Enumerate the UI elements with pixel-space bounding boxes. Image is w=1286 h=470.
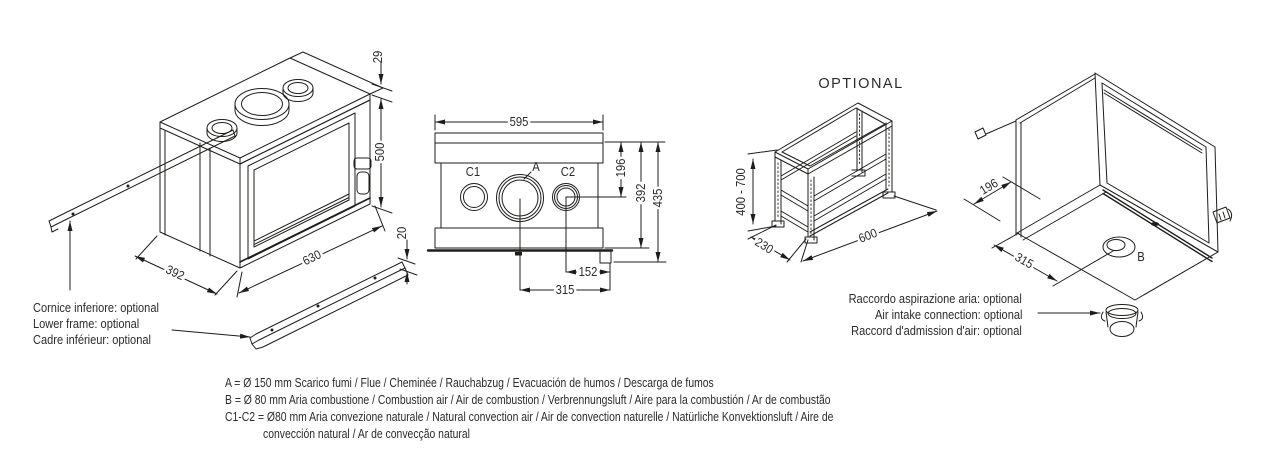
dim-flue-offset-196: 196 [613, 156, 628, 180]
intake-caption-line-it: Raccordo aspirazione aria: optional [848, 291, 1022, 306]
legend-line-c1c2-cont: convección natural / Ar de convecção nat… [263, 426, 470, 441]
dim-c2-offset-152: 152 [576, 264, 600, 279]
bottom-view-drawing [963, 72, 1233, 337]
port-label-c1: C1 [465, 164, 481, 179]
intake-caption-line-fr: Raccord d'admission d'air: optional [851, 323, 1022, 338]
dim-height-500: 500 [372, 140, 387, 164]
dim-stand-height-range: 400 - 700 [733, 168, 748, 216]
rear-view-drawing [426, 114, 667, 293]
legend-line-b: B = Ø 80 mm Aria combustione / Combustio… [225, 392, 831, 407]
port-label-b: B [1137, 249, 1145, 264]
dim-height-total-435: 435 [650, 186, 665, 210]
legend-line-c1c2: C1-C2 = Ø80 mm Aria convezione naturale … [225, 409, 834, 424]
port-label-a: A [532, 159, 540, 174]
dim-depth-total-392: 392 [633, 181, 648, 205]
left-caption-line-en: Lower frame: optional [33, 316, 140, 331]
left-caption-line-fr: Cadre inférieur: optional [33, 332, 151, 347]
dim-top-flange: 29 [370, 50, 385, 64]
intake-caption-line-en: Air intake connection: optional [874, 307, 1022, 322]
legend-line-a: A = Ø 150 mm Scarico fumi / Flue / Chemi… [225, 375, 714, 390]
left-view-drawing [48, 51, 418, 350]
stand-drawing [747, 102, 938, 263]
dim-frame-height-20: 20 [394, 226, 409, 240]
left-caption-line-it: Cornice inferiore: optional [33, 300, 159, 315]
port-label-c2: C2 [560, 164, 576, 179]
dim-flue-center-315: 315 [553, 282, 577, 297]
stand-title: OPTIONAL [818, 76, 904, 92]
dim-width-595: 595 [507, 114, 531, 129]
